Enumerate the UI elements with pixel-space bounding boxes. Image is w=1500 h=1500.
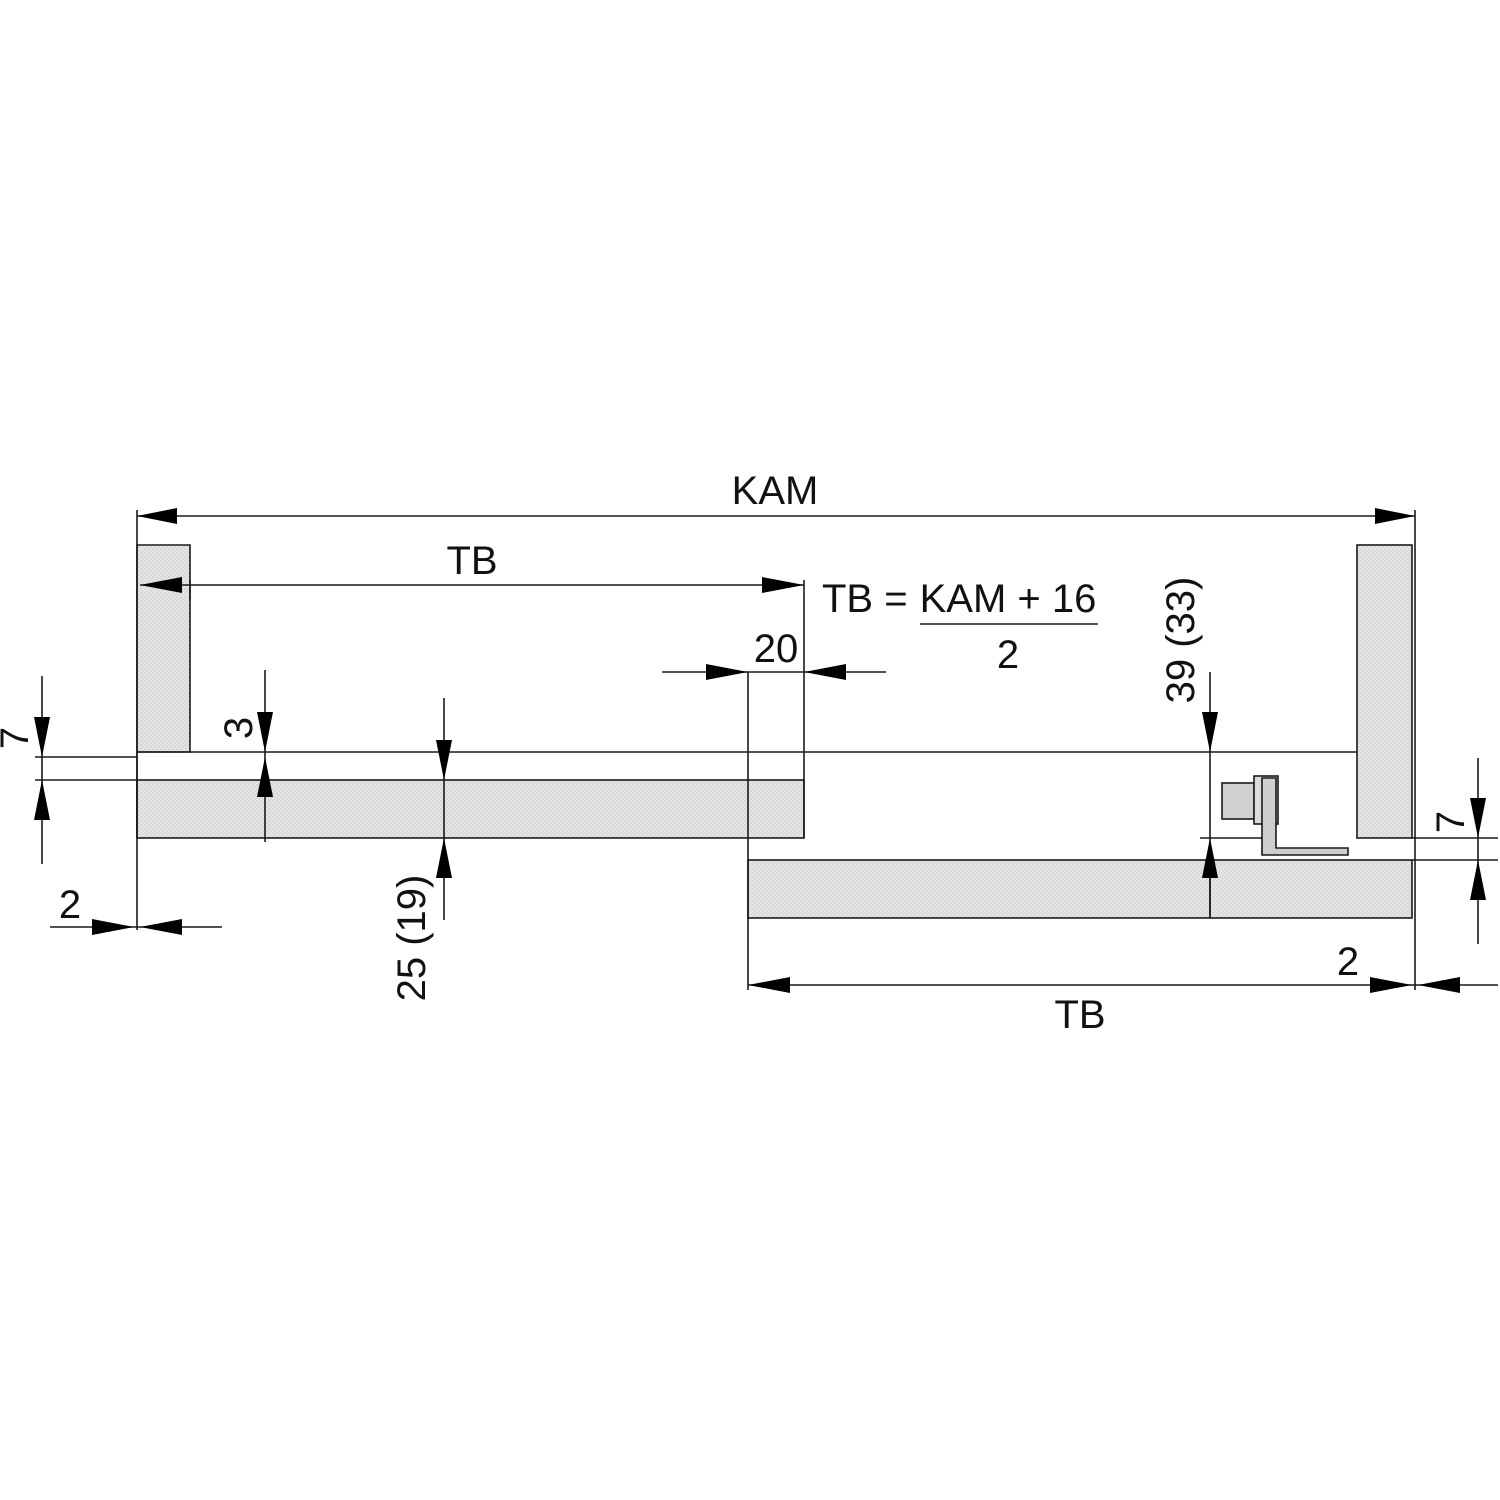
- tb-top-label: TB: [446, 539, 497, 583]
- dim-7-left: [34, 676, 50, 864]
- formula-lhs: TB =: [822, 577, 908, 621]
- dim-39-33: [1202, 672, 1218, 918]
- dim-20-label: 20: [754, 627, 799, 671]
- left-side-wall: [136, 544, 191, 753]
- kam-label: KAM: [732, 469, 819, 513]
- dim-20: [662, 664, 886, 680]
- dim-2-left: [50, 919, 222, 935]
- upper-drawer-bottom: [136, 779, 805, 839]
- dim-3: [257, 670, 273, 842]
- formula-numerator: KAM + 16: [920, 577, 1097, 621]
- dim-7-right-label: 7: [1429, 811, 1473, 833]
- mounting-bracket-icon: [1221, 775, 1349, 856]
- tb-bottom-label: TB: [1054, 993, 1105, 1037]
- dim-2-left-label: 2: [59, 883, 81, 927]
- right-side-wall: [1356, 544, 1413, 839]
- tb-formula: TB = KAM + 16 2: [822, 577, 1098, 677]
- dim-25-19-label: 25 (19): [390, 875, 434, 1002]
- dim-25-19: [436, 698, 452, 920]
- dim-2-right-label: 2: [1337, 940, 1359, 984]
- dim-39-33-label: 39 (33): [1159, 577, 1203, 704]
- dim-3-label: 3: [217, 717, 261, 739]
- kam-dimension: [137, 508, 1415, 524]
- dim-7-left-label: 7: [0, 727, 37, 749]
- formula-denominator: 2: [997, 633, 1019, 677]
- lower-drawer-bottom: [747, 859, 1413, 919]
- tb-bottom-dimension: [748, 977, 1498, 993]
- tb-top-dimension: [140, 577, 804, 593]
- dim-7-right: [1470, 758, 1486, 944]
